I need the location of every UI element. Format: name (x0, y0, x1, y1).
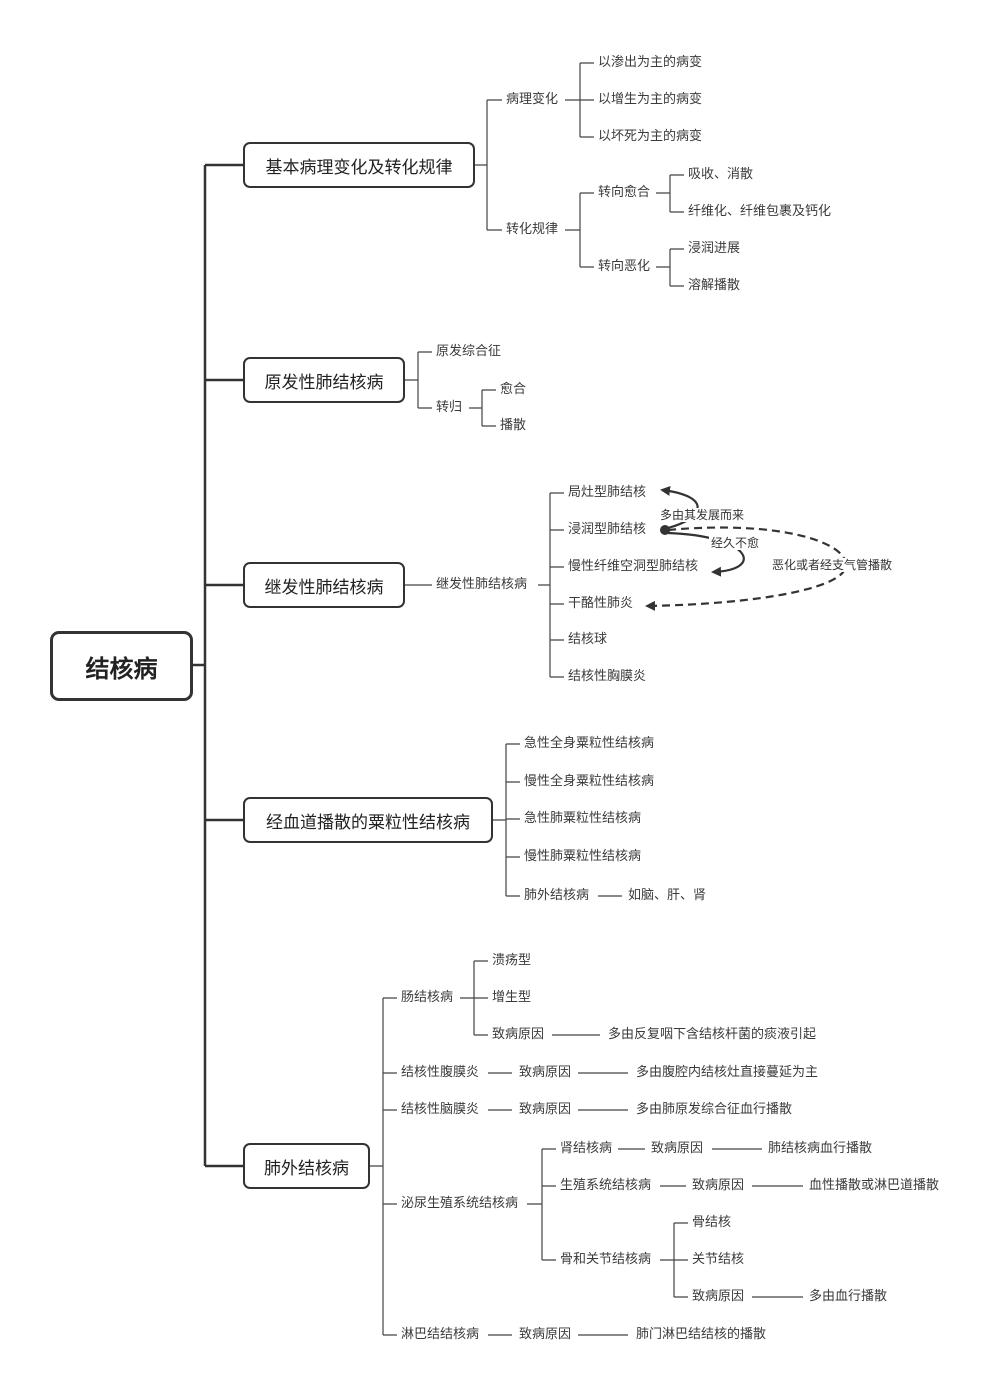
node-intestinal-cause[interactable]: 致病原因 (492, 1027, 545, 1042)
node-infiltrative-tb[interactable]: 浸润型肺结核 (568, 522, 647, 537)
node-toward-healing[interactable]: 转向愈合 (598, 185, 651, 200)
node-renal-cause[interactable]: 致病原因 (651, 1141, 704, 1156)
node-extrapulmonary[interactable]: 肺外结核病 (524, 888, 590, 903)
node-tb-pleurisy[interactable]: 结核性胸膜炎 (568, 669, 647, 684)
node-transform-rules[interactable]: 转化规律 (506, 222, 559, 237)
main-branch-lines (193, 163, 243, 1168)
node-intestinal-cause-text[interactable]: 多由反复咽下含结核杆菌的痰液引起 (608, 1027, 817, 1042)
node-chronic-cavitary-tb[interactable]: 慢性纤维空洞型肺结核 (568, 559, 699, 574)
node-spread[interactable]: 播散 (500, 418, 527, 433)
node-exudative[interactable]: 以渗出为主的病变 (598, 55, 703, 70)
node-peritonitis-cause[interactable]: 致病原因 (519, 1065, 572, 1080)
node-renal-cause-text[interactable]: 肺结核病血行播散 (768, 1141, 873, 1156)
relation-label-unhealed: 经久不愈 (709, 536, 762, 550)
branch-label: 基本病理变化及转化规律 (265, 157, 453, 178)
branch-label: 经血道播散的粟粒性结核病 (266, 812, 470, 833)
node-bone-tb[interactable]: 骨结核 (692, 1215, 732, 1230)
node-necrotic[interactable]: 以坏死为主的病变 (598, 129, 703, 144)
node-acute-pulmonary-miliary[interactable]: 急性肺粟粒性结核病 (524, 811, 642, 826)
node-secondary-mid[interactable]: 继发性肺结核病 (436, 577, 528, 592)
node-focal-tb[interactable]: 局灶型肺结核 (568, 485, 647, 500)
node-tb-peritonitis[interactable]: 结核性腹膜炎 (401, 1065, 480, 1080)
branch-label: 继发性肺结核病 (264, 577, 384, 598)
node-lymph-tb[interactable]: 淋巴结结核病 (401, 1327, 480, 1342)
node-acute-general-miliary[interactable]: 急性全身粟粒性结核病 (524, 736, 655, 751)
node-chronic-pulmonary-miliary[interactable]: 慢性肺粟粒性结核病 (524, 849, 642, 864)
node-meningitis-cause[interactable]: 致病原因 (519, 1102, 572, 1117)
node-tuberculoma[interactable]: 结核球 (568, 632, 608, 647)
node-peritonitis-cause-text[interactable]: 多由腹腔内结核灶直接蔓延为主 (636, 1065, 819, 1080)
node-proliferative[interactable]: 以增生为主的病变 (598, 92, 703, 107)
node-outcome[interactable]: 转归 (436, 400, 463, 415)
relation-label-develop: 多由其发展而来 (658, 508, 747, 522)
node-pathology-changes[interactable]: 病理变化 (506, 92, 559, 107)
node-tb-meningitis[interactable]: 结核性脑膜炎 (401, 1102, 480, 1117)
node-ulcerative[interactable]: 溃疡型 (492, 953, 532, 968)
branch-basic-pathology[interactable]: 基本病理变化及转化规律 (243, 142, 475, 188)
sub-branch-lines (370, 62, 803, 1336)
node-renal-tb[interactable]: 肾结核病 (560, 1141, 613, 1156)
relation-label-worsen: 恶化或者经支气管播散 (770, 558, 895, 572)
node-lymph-cause[interactable]: 致病原因 (519, 1327, 572, 1342)
arrow-to-caseous (645, 526, 848, 611)
root-node[interactable]: 结核病 (50, 631, 193, 701)
node-healing[interactable]: 愈合 (500, 382, 527, 397)
node-primary-complex[interactable]: 原发综合征 (436, 344, 502, 359)
node-genital-tb[interactable]: 生殖系统结核病 (560, 1178, 652, 1193)
node-toward-worsening[interactable]: 转向恶化 (598, 259, 651, 274)
node-hyperplastic[interactable]: 增生型 (492, 990, 532, 1005)
node-joint-tb[interactable]: 关节结核 (692, 1252, 745, 1267)
node-genital-cause-text[interactable]: 血性播散或淋巴道播散 (809, 1178, 940, 1193)
node-bone-cause-text[interactable]: 多由血行播散 (809, 1289, 888, 1304)
node-bone-joint-tb[interactable]: 骨和关节结核病 (560, 1252, 652, 1267)
node-genital-cause[interactable]: 致病原因 (692, 1178, 745, 1193)
arrow-to-chronic (667, 531, 745, 577)
relation-origin-dot (660, 525, 670, 535)
node-infiltration[interactable]: 浸润进展 (688, 241, 741, 256)
node-lymph-cause-text[interactable]: 肺门淋巴结结核的播散 (636, 1327, 767, 1342)
node-fibrosis[interactable]: 纤维化、纤维包裹及钙化 (688, 204, 832, 219)
node-chronic-general-miliary[interactable]: 慢性全身粟粒性结核病 (524, 774, 655, 789)
root-label: 结核病 (85, 654, 158, 683)
branch-secondary-tb[interactable]: 继发性肺结核病 (243, 562, 405, 608)
branch-miliary-tb[interactable]: 经血道播散的粟粒性结核病 (243, 797, 493, 843)
branch-label: 原发性肺结核病 (264, 372, 384, 393)
node-bone-cause[interactable]: 致病原因 (692, 1289, 745, 1304)
node-meningitis-cause-text[interactable]: 多由肺原发综合征血行播散 (636, 1102, 793, 1117)
branch-extrapulmonary-tb[interactable]: 肺外结核病 (243, 1143, 370, 1189)
node-caseous-pneumonia[interactable]: 干酪性肺炎 (568, 596, 634, 611)
node-dissolution-spread[interactable]: 溶解播散 (688, 278, 741, 293)
branch-primary-tb[interactable]: 原发性肺结核病 (243, 357, 405, 403)
relation-arrows (645, 485, 848, 611)
branch-label: 肺外结核病 (264, 1158, 349, 1179)
arrow-to-focal (660, 485, 699, 530)
node-intestinal-tb[interactable]: 肠结核病 (401, 990, 454, 1005)
node-organs[interactable]: 如脑、肝、肾 (628, 888, 707, 903)
node-urogenital-tb[interactable]: 泌尿生殖系统结核病 (401, 1196, 519, 1211)
node-absorption[interactable]: 吸收、消散 (688, 167, 754, 182)
